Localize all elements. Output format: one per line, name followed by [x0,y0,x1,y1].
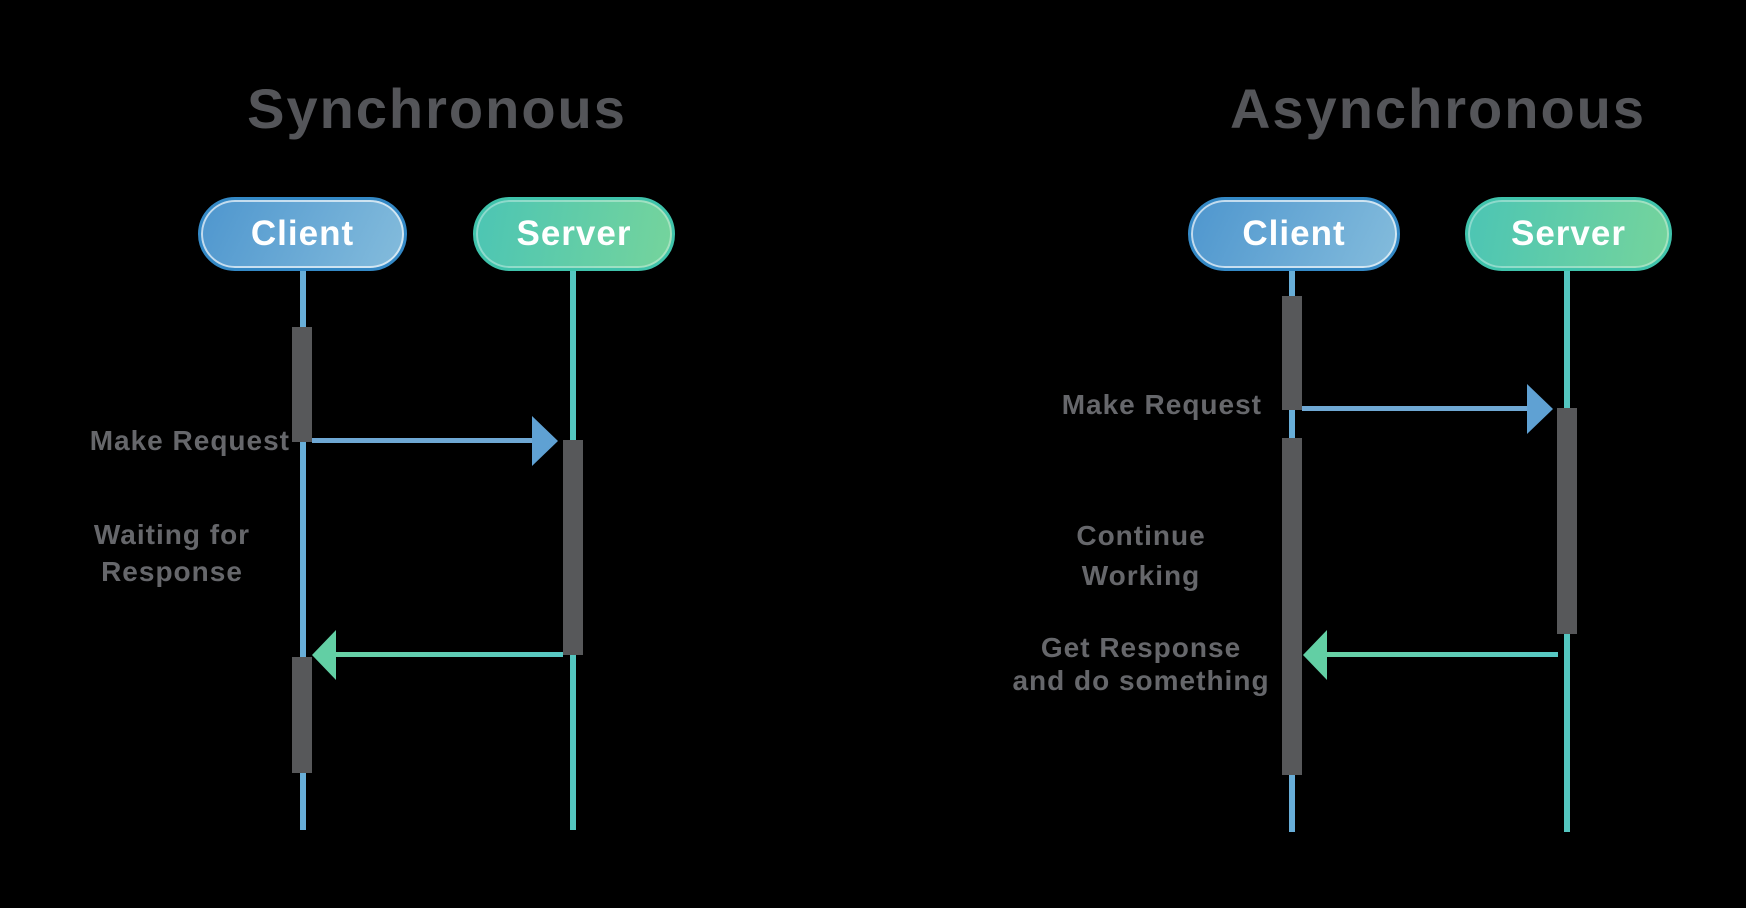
response-arrow-line [1327,652,1558,657]
request-arrow-line [1302,406,1527,411]
request-arrow-line [312,438,532,443]
server-box: Server [1465,197,1672,271]
server-activation-bar [563,440,583,655]
make-request-label: Make Request [1061,389,1262,420]
client-box: Client [198,197,407,271]
client-activation-bar [1282,438,1302,775]
server-box-label: Server [1511,214,1626,253]
get-response-label: Get Response and do something [966,631,1316,697]
response-arrow-line [336,652,563,657]
continue-working-line1: Continue [1076,520,1206,551]
synchronous-title: Synchronous [247,77,627,140]
response-arrowhead-icon [1303,630,1327,680]
continue-working-line2: Working [1081,560,1201,591]
client-box: Client [1188,197,1400,271]
asynchronous-title: Asynchronous [1229,77,1647,140]
continue-working-label: Continue Working [1011,516,1271,596]
server-box-label: Server [516,214,632,253]
client-lifeline [300,271,306,830]
request-arrowhead-icon [1527,384,1553,434]
server-activation-bar [1557,408,1577,634]
client-box-label: Client [1242,214,1346,253]
waiting-for-response-label: Waiting for Response [42,516,302,590]
waiting-for-response-line2: Response [101,556,243,587]
client-box-label: Client [250,214,355,253]
server-box: Server [473,197,675,271]
client-activation-bar [292,657,312,773]
get-response-line2: and do something [1012,665,1270,696]
waiting-for-response-line1: Waiting for [93,519,251,550]
make-request-label: Make Request [89,425,290,456]
client-activation-bar [1282,296,1302,410]
response-arrowhead-icon [312,630,336,680]
request-arrowhead-icon [532,416,558,466]
client-activation-bar [292,327,312,442]
get-response-line1: Get Response [1040,632,1242,663]
